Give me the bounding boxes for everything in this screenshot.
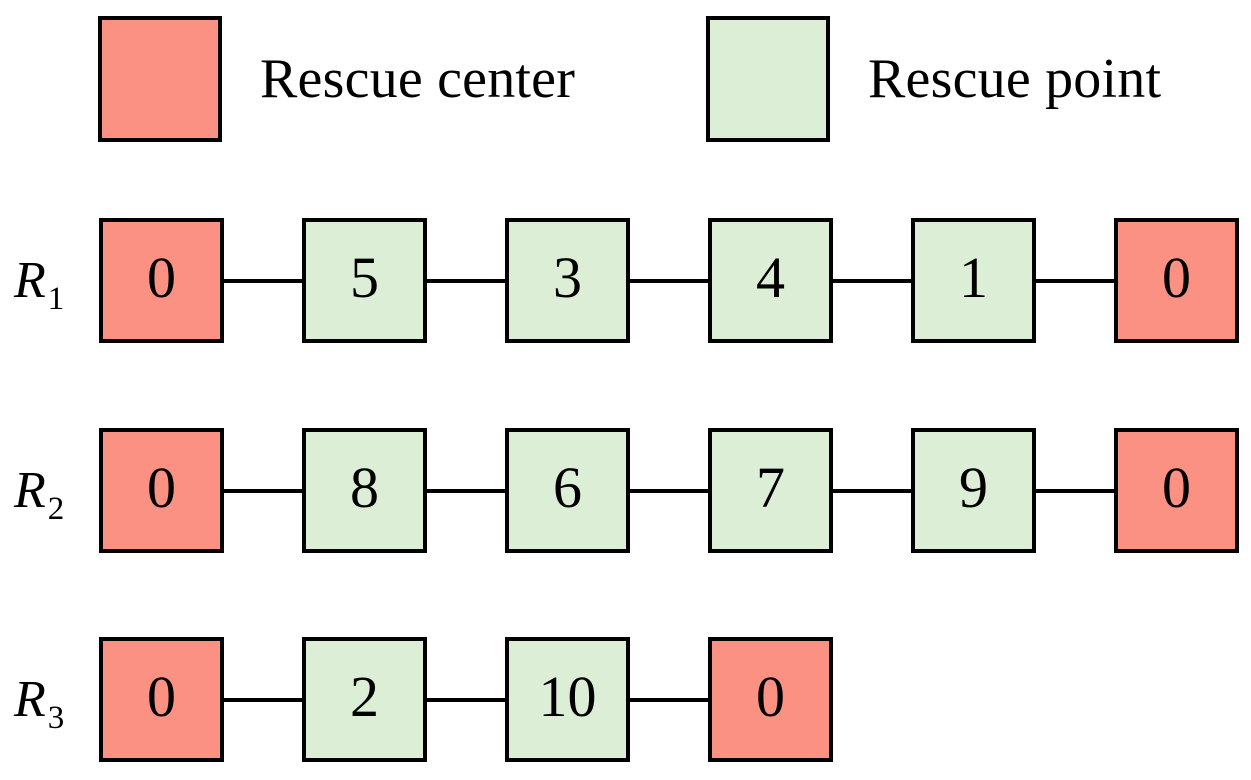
node-value: 7 (756, 454, 785, 520)
route-node[interactable]: 0 (708, 637, 833, 762)
legend: Rescue center Rescue point (0, 0, 1251, 170)
route-label-r3: R3 (14, 670, 64, 734)
node-value: 5 (350, 244, 379, 310)
node-value: 0 (147, 244, 176, 310)
node-value: 0 (147, 663, 176, 729)
node-value: 0 (756, 663, 785, 729)
route-label-base: R (14, 251, 46, 309)
node-value: 6 (553, 454, 582, 520)
route-connector (224, 278, 302, 283)
route-node[interactable]: 0 (1114, 428, 1239, 553)
route-node[interactable]: 7 (708, 428, 833, 553)
route-node[interactable]: 1 (911, 218, 1036, 343)
route-nodes-r2: 0 8 6 7 9 0 (99, 428, 1239, 553)
node-value: 8 (350, 454, 379, 520)
route-node[interactable]: 3 (505, 218, 630, 343)
node-value: 0 (147, 454, 176, 520)
route-node[interactable]: 0 (99, 218, 224, 343)
node-value: 10 (538, 663, 597, 729)
route-label-subscript: 3 (47, 699, 65, 736)
node-value: 0 (1162, 244, 1191, 310)
node-value: 1 (959, 244, 988, 310)
legend-label-rescue-center: Rescue center (260, 48, 576, 110)
legend-item-rescue-point: Rescue point (706, 16, 1161, 142)
route-nodes-r1: 0 5 3 4 1 0 (99, 218, 1239, 343)
route-node[interactable]: 5 (302, 218, 427, 343)
node-value: 4 (756, 244, 785, 310)
node-value: 9 (959, 454, 988, 520)
route-connector (630, 697, 708, 702)
route-connector (833, 278, 911, 283)
route-connector (1036, 278, 1114, 283)
legend-item-rescue-center: Rescue center (98, 16, 575, 142)
route-node[interactable]: 2 (302, 637, 427, 762)
node-value: 0 (1162, 454, 1191, 520)
route-label-r1: R1 (14, 251, 64, 315)
legend-swatch-rescue-point (706, 16, 830, 142)
route-label-subscript: 1 (47, 280, 65, 317)
route-node[interactable]: 0 (99, 428, 224, 553)
route-node[interactable]: 8 (302, 428, 427, 553)
route-connector (427, 697, 505, 702)
route-connector (224, 488, 302, 493)
route-node[interactable]: 10 (505, 637, 630, 762)
route-node[interactable]: 9 (911, 428, 1036, 553)
route-connector (427, 488, 505, 493)
node-value: 2 (350, 663, 379, 729)
route-node[interactable]: 0 (1114, 218, 1239, 343)
route-nodes-r3: 0 2 10 0 (99, 637, 833, 762)
route-node[interactable]: 4 (708, 218, 833, 343)
route-label-base: R (14, 461, 46, 519)
node-value: 3 (553, 244, 582, 310)
route-connector (224, 697, 302, 702)
route-connector (833, 488, 911, 493)
route-connector (1036, 488, 1114, 493)
legend-label-rescue-point: Rescue point (868, 48, 1162, 110)
legend-swatch-rescue-center (98, 16, 222, 142)
route-connector (630, 488, 708, 493)
route-label-base: R (14, 670, 46, 728)
route-node[interactable]: 0 (99, 637, 224, 762)
route-connector (427, 278, 505, 283)
route-label-subscript: 2 (47, 490, 65, 527)
route-label-r2: R2 (14, 461, 64, 525)
route-node[interactable]: 6 (505, 428, 630, 553)
route-connector (630, 278, 708, 283)
